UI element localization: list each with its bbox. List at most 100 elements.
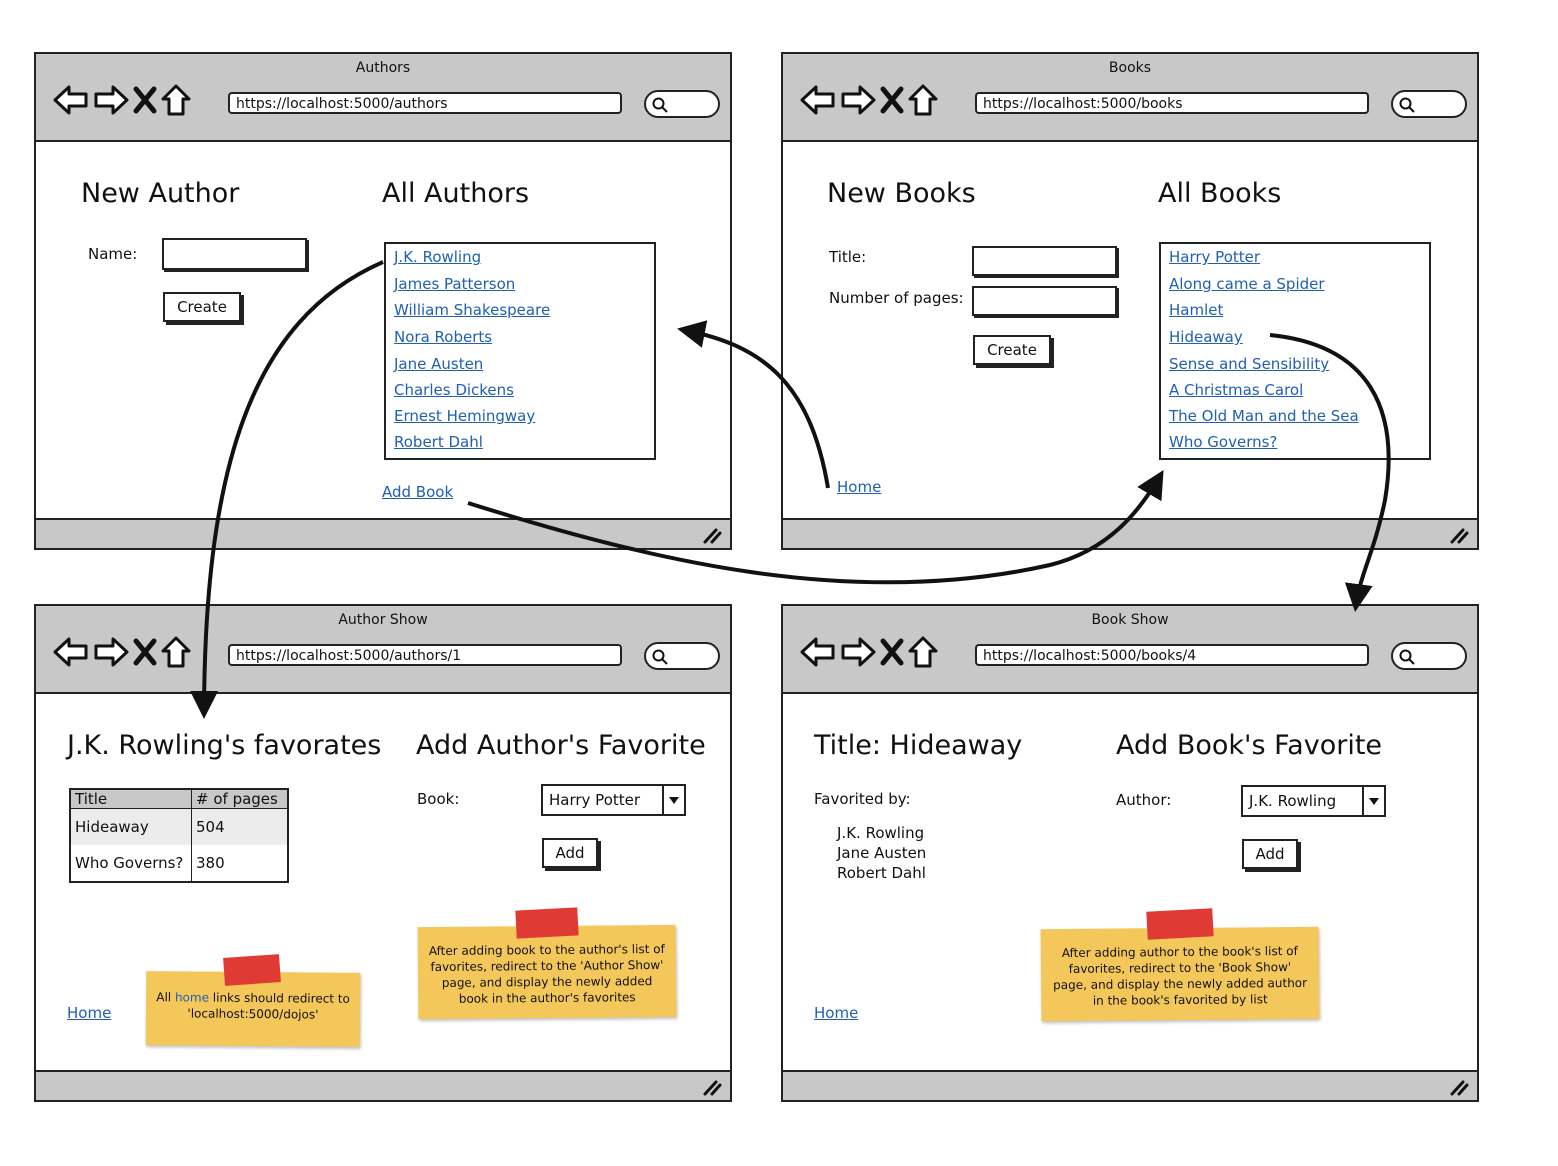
- status-bar: [36, 518, 730, 548]
- author-link[interactable]: J.K. Rowling: [394, 248, 482, 266]
- book-link[interactable]: The Old Man and the Sea: [1169, 407, 1359, 425]
- pages-label: Number of pages:: [829, 289, 964, 307]
- dropdown-button[interactable]: [662, 786, 684, 814]
- create-book-button[interactable]: Create: [973, 335, 1051, 365]
- create-author-button[interactable]: Create: [163, 292, 241, 322]
- browser-toolbar: Book Show https://localhost:5000/books/4: [783, 606, 1477, 694]
- resize-grip-icon[interactable]: [702, 526, 722, 544]
- close-icon[interactable]: [879, 635, 905, 669]
- forward-icon[interactable]: [839, 83, 877, 117]
- chevron-down-icon: [669, 797, 679, 804]
- search-box[interactable]: [644, 90, 720, 118]
- home-link[interactable]: Home: [67, 1004, 112, 1022]
- name-label: Name:: [88, 245, 138, 263]
- close-icon[interactable]: [879, 83, 905, 117]
- table-header: # of pages: [191, 788, 289, 809]
- name-input[interactable]: [162, 238, 307, 270]
- close-icon[interactable]: [132, 83, 158, 117]
- home-icon[interactable]: [160, 83, 192, 117]
- author-link[interactable]: Jane Austen: [394, 355, 484, 373]
- sticky-note: After adding book to the author's list o…: [417, 924, 677, 1020]
- book-link[interactable]: Hamlet: [1169, 301, 1224, 319]
- back-icon[interactable]: [52, 635, 90, 669]
- author-link[interactable]: James Patterson: [394, 275, 516, 293]
- search-icon: [1399, 97, 1415, 113]
- author-link[interactable]: Ernest Hemingway: [394, 407, 536, 425]
- home-link[interactable]: Home: [814, 1004, 859, 1022]
- tape: [1146, 908, 1214, 940]
- book-link[interactable]: Along came a Spider: [1169, 275, 1325, 293]
- nav-icons: [52, 634, 192, 670]
- author-label: Author:: [1116, 791, 1172, 809]
- table-header: Title: [69, 788, 192, 809]
- author-select[interactable]: J.K. Rowling: [1241, 785, 1386, 817]
- forward-icon[interactable]: [92, 635, 130, 669]
- status-bar: [36, 1070, 730, 1100]
- author-link[interactable]: William Shakespeare: [394, 301, 551, 319]
- note-text: All: [156, 990, 176, 1005]
- search-icon: [652, 97, 668, 113]
- book-link[interactable]: Hideaway: [1169, 328, 1243, 346]
- add-book-link[interactable]: Add Book: [382, 483, 454, 501]
- nav-icons: [52, 82, 192, 118]
- resize-grip-icon[interactable]: [702, 1078, 722, 1096]
- resize-grip-icon[interactable]: [1449, 1078, 1469, 1096]
- book-link[interactable]: Sense and Sensibility: [1169, 355, 1330, 373]
- book-link[interactable]: Who Governs?: [1169, 433, 1278, 451]
- all-authors-heading: All Authors: [382, 178, 530, 209]
- tape: [223, 954, 281, 986]
- book-title-heading: Title: Hideaway: [814, 730, 1023, 761]
- window-title: Books: [1108, 60, 1152, 76]
- table-cell: 380: [191, 845, 288, 882]
- home-icon[interactable]: [907, 635, 939, 669]
- favorites-table: Title # of pages Hideaway 504 Who Govern…: [69, 788, 289, 883]
- author-link[interactable]: Charles Dickens: [394, 381, 514, 399]
- chevron-down-icon: [1369, 798, 1379, 805]
- sticky-note: After adding author to the book's list o…: [1040, 926, 1320, 1022]
- window-title: Authors: [355, 60, 411, 76]
- back-icon[interactable]: [52, 83, 90, 117]
- url-bar[interactable]: https://localhost:5000/authors: [228, 92, 622, 114]
- title-input[interactable]: [972, 246, 1117, 276]
- dropdown-button[interactable]: [1362, 787, 1384, 815]
- search-box[interactable]: [1391, 90, 1467, 118]
- home-icon[interactable]: [907, 83, 939, 117]
- table-cell: 504: [191, 808, 288, 845]
- new-books-heading: New Books: [827, 178, 976, 209]
- search-icon: [1399, 649, 1415, 665]
- authors-window: Authors https://localhost:5000/authors N…: [34, 52, 732, 550]
- close-icon[interactable]: [132, 635, 158, 669]
- url-bar[interactable]: https://localhost:5000/books/4: [975, 644, 1369, 666]
- url-bar[interactable]: https://localhost:5000/books: [975, 92, 1369, 114]
- pages-input[interactable]: [972, 286, 1117, 316]
- all-books-heading: All Books: [1158, 178, 1282, 209]
- book-label: Book:: [417, 790, 460, 808]
- note-home-link: home: [174, 990, 210, 1005]
- book-select[interactable]: Harry Potter: [541, 784, 686, 816]
- table-row: Who Governs? 380: [70, 845, 288, 882]
- resize-grip-icon[interactable]: [1449, 526, 1469, 544]
- author-link[interactable]: Nora Roberts: [394, 328, 493, 346]
- home-icon[interactable]: [160, 635, 192, 669]
- url-bar[interactable]: https://localhost:5000/authors/1: [228, 644, 622, 666]
- add-favorite-button[interactable]: Add: [542, 838, 598, 868]
- favorited-by-label: Favorited by:: [814, 790, 911, 808]
- forward-icon[interactable]: [92, 83, 130, 117]
- book-link[interactable]: A Christmas Carol: [1169, 381, 1304, 399]
- forward-icon[interactable]: [839, 635, 877, 669]
- back-icon[interactable]: [799, 635, 837, 669]
- back-icon[interactable]: [799, 83, 837, 117]
- favorited-author: Jane Austen: [837, 844, 927, 862]
- favorited-author: Robert Dahl: [837, 864, 926, 882]
- book-link[interactable]: Harry Potter: [1169, 248, 1261, 266]
- search-box[interactable]: [644, 642, 720, 670]
- table-cell: Hideaway: [70, 808, 192, 845]
- home-link[interactable]: Home: [837, 478, 882, 496]
- status-bar: [783, 518, 1477, 548]
- add-favorite-button[interactable]: Add: [1242, 839, 1298, 869]
- note-text: After adding book to the author's list o…: [428, 941, 665, 1006]
- author-link[interactable]: Robert Dahl: [394, 433, 483, 451]
- window-title: Author Show: [338, 612, 428, 628]
- search-box[interactable]: [1391, 642, 1467, 670]
- status-bar: [783, 1070, 1477, 1100]
